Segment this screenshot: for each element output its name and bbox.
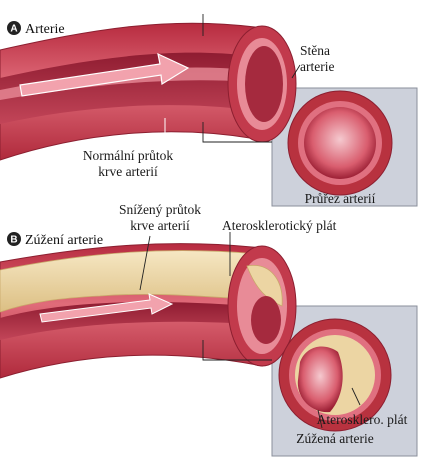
section-a: A Arterie Stěna arterie Normální průtok — [0, 14, 418, 207]
pointer-wall — [291, 64, 301, 79]
blood-flow-arrow-a — [19, 52, 190, 97]
label-flow-a-2: krve arterií — [98, 164, 158, 179]
blood-flow-arrow-b — [39, 293, 174, 323]
pointer-cs-narrowed — [317, 409, 323, 429]
cross-section-a — [287, 90, 393, 196]
section-b-badge: B — [7, 232, 21, 246]
section-a-badge: A — [7, 21, 21, 35]
section-b-title: Zúžení arterie — [25, 233, 103, 248]
label-wall-2: arterie — [300, 59, 334, 74]
artery-vessel-b — [0, 243, 297, 379]
pointer-flow-b — [139, 235, 151, 291]
label-cs-plaque: Ateroskl­ero. plát — [317, 412, 408, 427]
pointer-to-inset-a — [202, 122, 272, 143]
artery-vessel-a — [0, 22, 297, 161]
label-cs-narrowed: Zúžená arterie — [296, 431, 374, 446]
label-wall-1: Stěna — [300, 43, 330, 58]
label-plaque: Aterosklerotický plát — [222, 218, 337, 233]
plaque-vessel — [0, 250, 259, 313]
pointer-to-inset-b — [202, 340, 272, 361]
label-flow-b-1: Snížený průtok — [119, 202, 201, 217]
label-cross-section-a: Průřez arterií — [305, 191, 376, 206]
section-b: B Zúžení arterie Snížený průtok krve art… — [0, 202, 418, 457]
pointer-cs-plaque — [351, 387, 361, 406]
label-flow-a-1: Normální průtok — [83, 148, 174, 163]
section-a-title: Arterie — [25, 22, 65, 37]
label-flow-b-2: krve arterií — [130, 218, 190, 233]
narrowed-lumen — [297, 346, 343, 413]
section-a-badge-letter: A — [10, 24, 17, 35]
section-b-badge-letter: B — [10, 235, 17, 246]
